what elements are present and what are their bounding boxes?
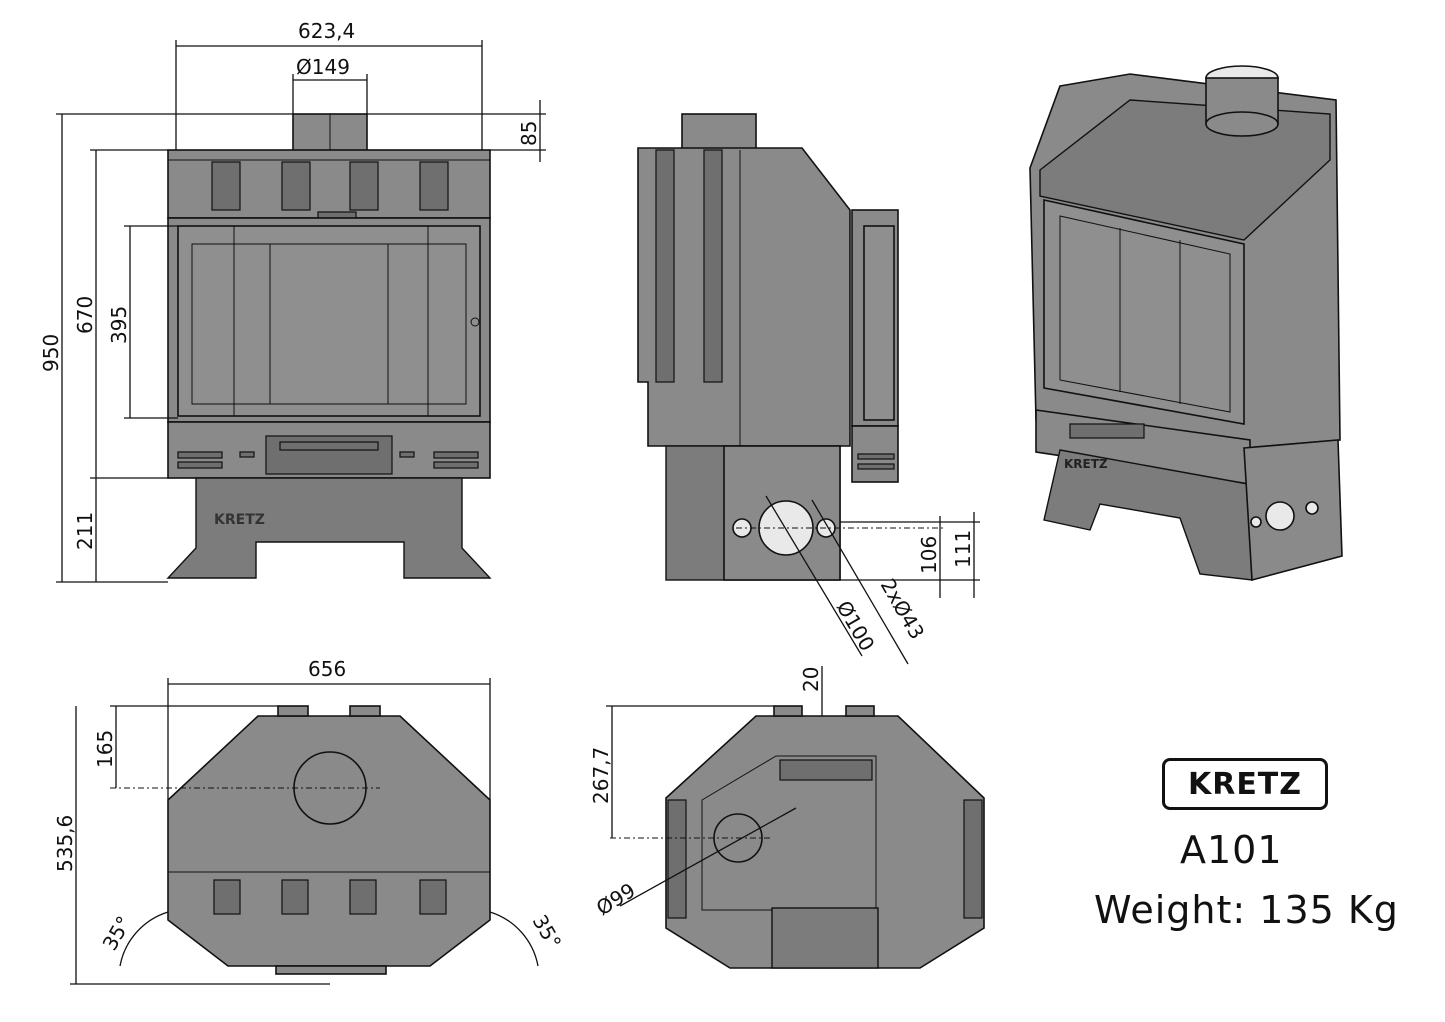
top-body	[167, 715, 491, 967]
side-view: 106 111 Ø100 2xØ43	[637, 113, 980, 665]
dim-hole-diameter: Ø99	[592, 878, 640, 920]
weight-label: Weight: 135 Kg	[1094, 888, 1399, 932]
dim-total-height: 950	[39, 334, 63, 372]
dim-top-width: 656	[308, 657, 346, 681]
front-glass	[177, 225, 481, 417]
perspective-glass	[1043, 199, 1245, 425]
front-view: KRETZ 623,4 Ø149 85 950 670 395 211	[39, 19, 546, 583]
bottom-body	[665, 715, 985, 969]
model-name: A101	[1180, 828, 1283, 872]
side-flue	[681, 113, 757, 151]
dim-inlet-center: 106	[917, 536, 941, 574]
dim-body-height: 670	[73, 296, 97, 334]
brand-logo: KRETZ	[1162, 758, 1328, 810]
perspective-view: KRETZ	[1029, 65, 1343, 582]
dim-flue-offset: 165	[93, 730, 117, 768]
dim-rear-offset: 20	[799, 667, 823, 692]
front-stand-logo: KRETZ	[214, 512, 265, 528]
bottom-view: 20 267,7 Ø99	[589, 666, 985, 969]
dim-small-holes: 2xØ43	[876, 575, 930, 644]
perspective-logo: KRETZ	[1064, 457, 1108, 471]
front-stand	[166, 477, 492, 579]
dim-inlet-total: 111	[951, 530, 975, 568]
dim-base-height: 211	[73, 512, 97, 550]
dim-right-angle: 35°	[528, 911, 567, 954]
dim-flue-diameter: Ø149	[296, 55, 350, 79]
dim-total-width: 623,4	[298, 19, 355, 43]
dim-top-depth: 535,6	[53, 815, 77, 872]
top-view: 656 165 535,6 35° 35°	[53, 657, 567, 985]
dim-glass-height: 395	[107, 306, 131, 344]
dim-large-hole: Ø100	[832, 597, 880, 656]
dim-flue-height: 85	[517, 121, 541, 146]
dim-hole-offset: 267,7	[589, 747, 613, 804]
dim-left-angle: 35°	[98, 912, 137, 955]
